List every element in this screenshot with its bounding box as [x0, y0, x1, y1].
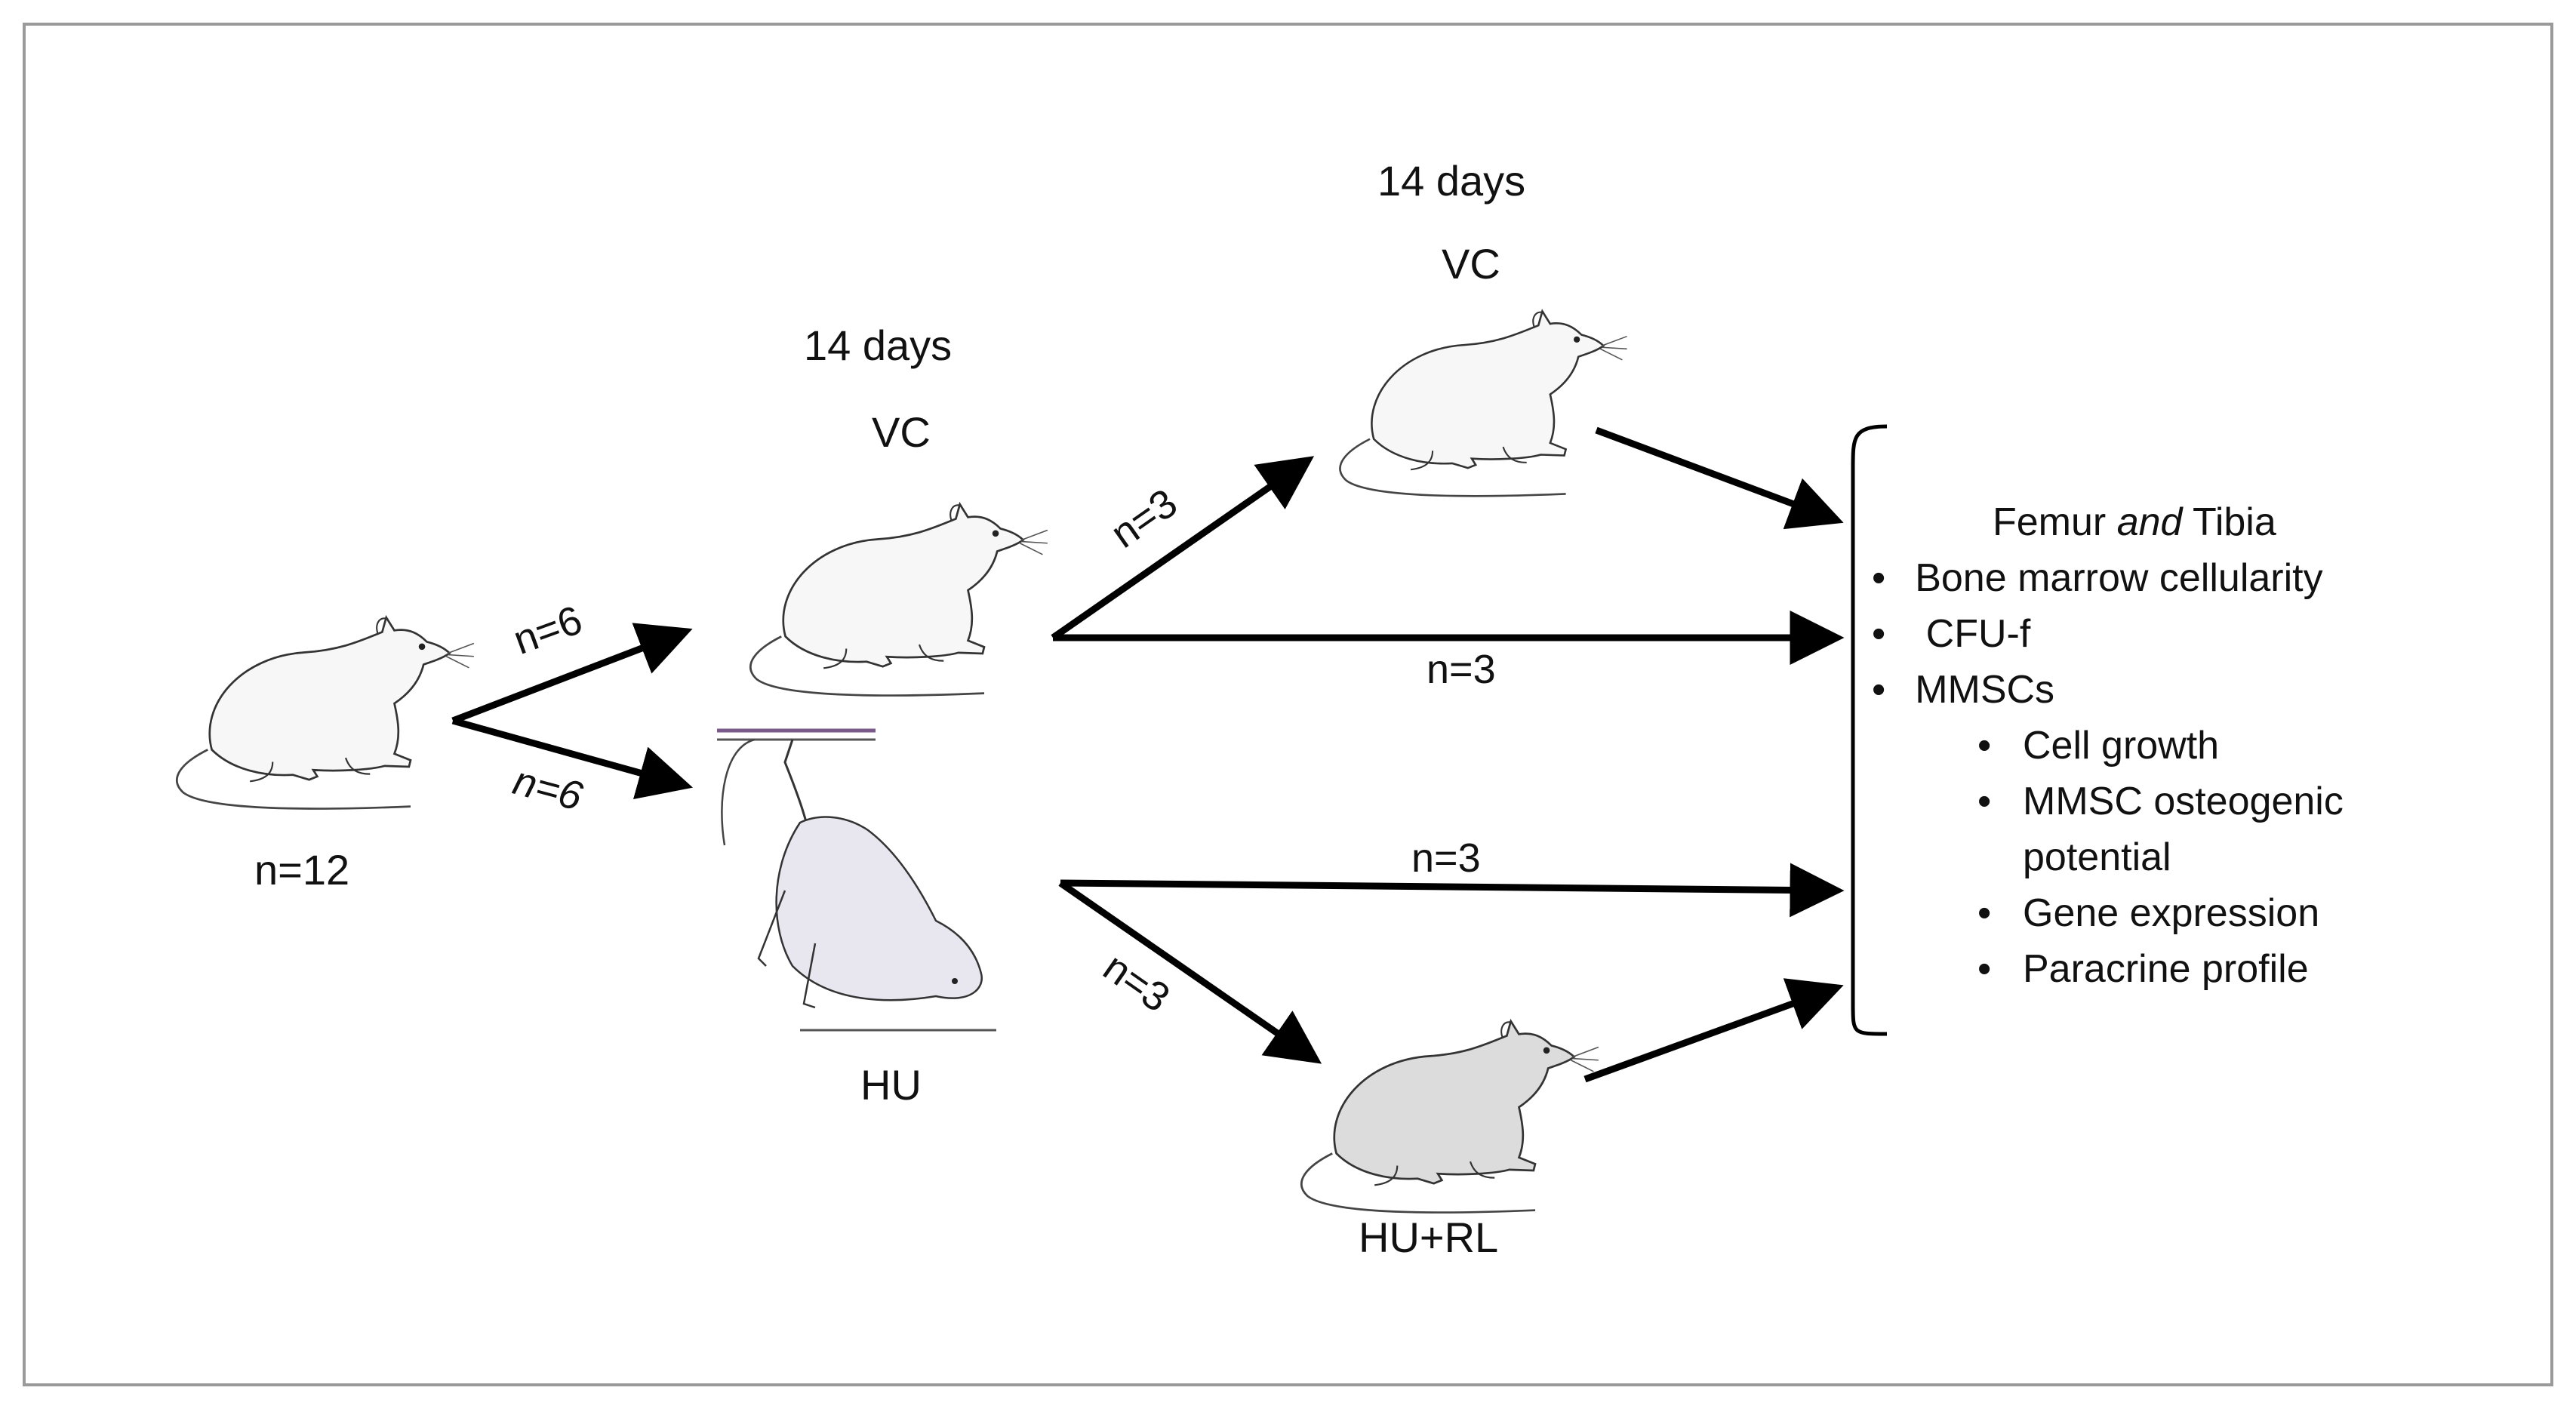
vc-second-group-label: VC [1442, 240, 1500, 288]
outcome-brace [1851, 424, 1888, 1036]
sub-list-item: •Paracrine profile [1977, 947, 2309, 991]
arrow-hurl-to-outcome [1583, 978, 1844, 1083]
arrow-vc-to-vc [1051, 456, 1315, 641]
arrow-to-hu [451, 717, 694, 799]
arrow-vc2-to-outcome [1595, 426, 1844, 530]
vc-group-label: VC [872, 408, 931, 456]
list-item: •Bone marrow cellularity [1872, 556, 2323, 600]
rat-vc-icon [749, 503, 1049, 697]
outcome-title: Femur and Tibia [1993, 500, 2276, 544]
arrow-hu-to-hurl [1058, 880, 1322, 1064]
list-item: •MMSCs [1872, 668, 2055, 712]
list-item: • CFU-f [1872, 612, 2031, 656]
hu-group-label: HU [860, 1061, 922, 1109]
outcome-list: Femur and Tibia •Bone marrow cellularity… [1872, 494, 2415, 997]
flow-arrows [451, 426, 1845, 1083]
initial-count-label: n=12 [254, 846, 350, 894]
rat-hurl-icon [1300, 1020, 1600, 1214]
branch-hu-direct-label: n=3 [1411, 835, 1481, 881]
sub-list-item: •MMSC osteogenic potential [1977, 780, 2344, 879]
branch-vc-direct-label: n=3 [1426, 647, 1496, 692]
rat-hindlimb-unloaded-icon [717, 728, 996, 1032]
sub-list-item: •Cell growth [1977, 724, 2220, 768]
figure-frame [23, 23, 2553, 1386]
hurl-group-label: HU+RL [1359, 1214, 1499, 1261]
rat-vc-second-icon [1339, 310, 1628, 497]
rat-initial-icon [175, 616, 475, 810]
vc-duration-label: 14 days [804, 321, 953, 369]
arrow-to-vc [451, 623, 693, 724]
sub-list-item: •Gene expression [1977, 891, 2320, 935]
arrow-hu-direct [1060, 863, 1845, 918]
vc-second-duration-label: 14 days [1377, 157, 1526, 205]
